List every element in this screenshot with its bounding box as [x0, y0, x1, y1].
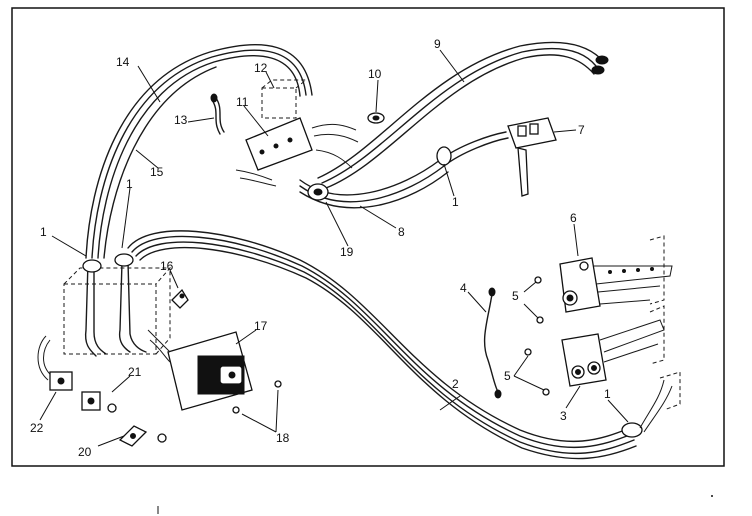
callout-labels: 1 1 14 15 12 11 13 10 9 7 1 8 19 6 16 17…: [30, 37, 611, 459]
callout-9: 9: [434, 37, 441, 51]
callout-3: 3: [560, 409, 567, 423]
callout-1c: 1: [452, 195, 459, 209]
bundle-end-right: [621, 371, 681, 438]
callout-15: 15: [150, 165, 164, 179]
stray-dot: [711, 495, 713, 497]
callout-14: 14: [116, 55, 130, 69]
callout-13: 13: [174, 113, 188, 127]
callout-1b: 1: [126, 177, 133, 191]
callout-20: 20: [78, 445, 92, 459]
wire-harness-14: [85, 43, 313, 259]
diagram-border: [11, 7, 725, 467]
callout-18: 18: [276, 431, 290, 445]
wire-harness-8: [299, 131, 509, 209]
terminals-5: [524, 276, 550, 396]
callout-8: 8: [398, 225, 405, 239]
left-junction-box: [63, 253, 172, 357]
callout-12: 12: [254, 61, 268, 75]
switch-7: [507, 117, 557, 197]
relay-12: [261, 79, 308, 119]
callout-21: 21: [128, 365, 142, 379]
clamp-22: [37, 335, 73, 391]
wire-harness-2: [127, 230, 637, 460]
transformer-17: [147, 329, 253, 411]
callout-5a: 5: [512, 289, 519, 303]
screws-18: [232, 380, 282, 414]
callout-1d: 1: [604, 387, 611, 401]
wire-lead-13: [210, 93, 225, 135]
wire-nut-10: [367, 112, 385, 124]
callout-1a: 1: [40, 225, 47, 239]
callout-7: 7: [578, 123, 585, 137]
callout-19: 19: [340, 245, 354, 259]
callout-6: 6: [570, 211, 577, 225]
element-6: [559, 235, 673, 313]
callout-5b: 5: [504, 369, 511, 383]
clip-20: [118, 425, 167, 447]
wire-nut-16: [171, 288, 189, 309]
callout-22: 22: [30, 421, 44, 435]
terminal-block-11: [235, 117, 359, 187]
callout-2: 2: [452, 377, 459, 391]
callout-11: 11: [236, 95, 249, 109]
wire-harness-9: [317, 41, 609, 189]
callout-16: 16: [160, 259, 174, 273]
element-3: [561, 305, 665, 387]
jumper-lead-4: [483, 287, 502, 399]
callout-4: 4: [460, 281, 467, 295]
callout-17: 17: [254, 319, 268, 333]
terminal-21: [81, 391, 117, 413]
callout-leaders: [39, 49, 629, 447]
grommet-19: [307, 183, 329, 201]
callout-10: 10: [368, 67, 382, 81]
